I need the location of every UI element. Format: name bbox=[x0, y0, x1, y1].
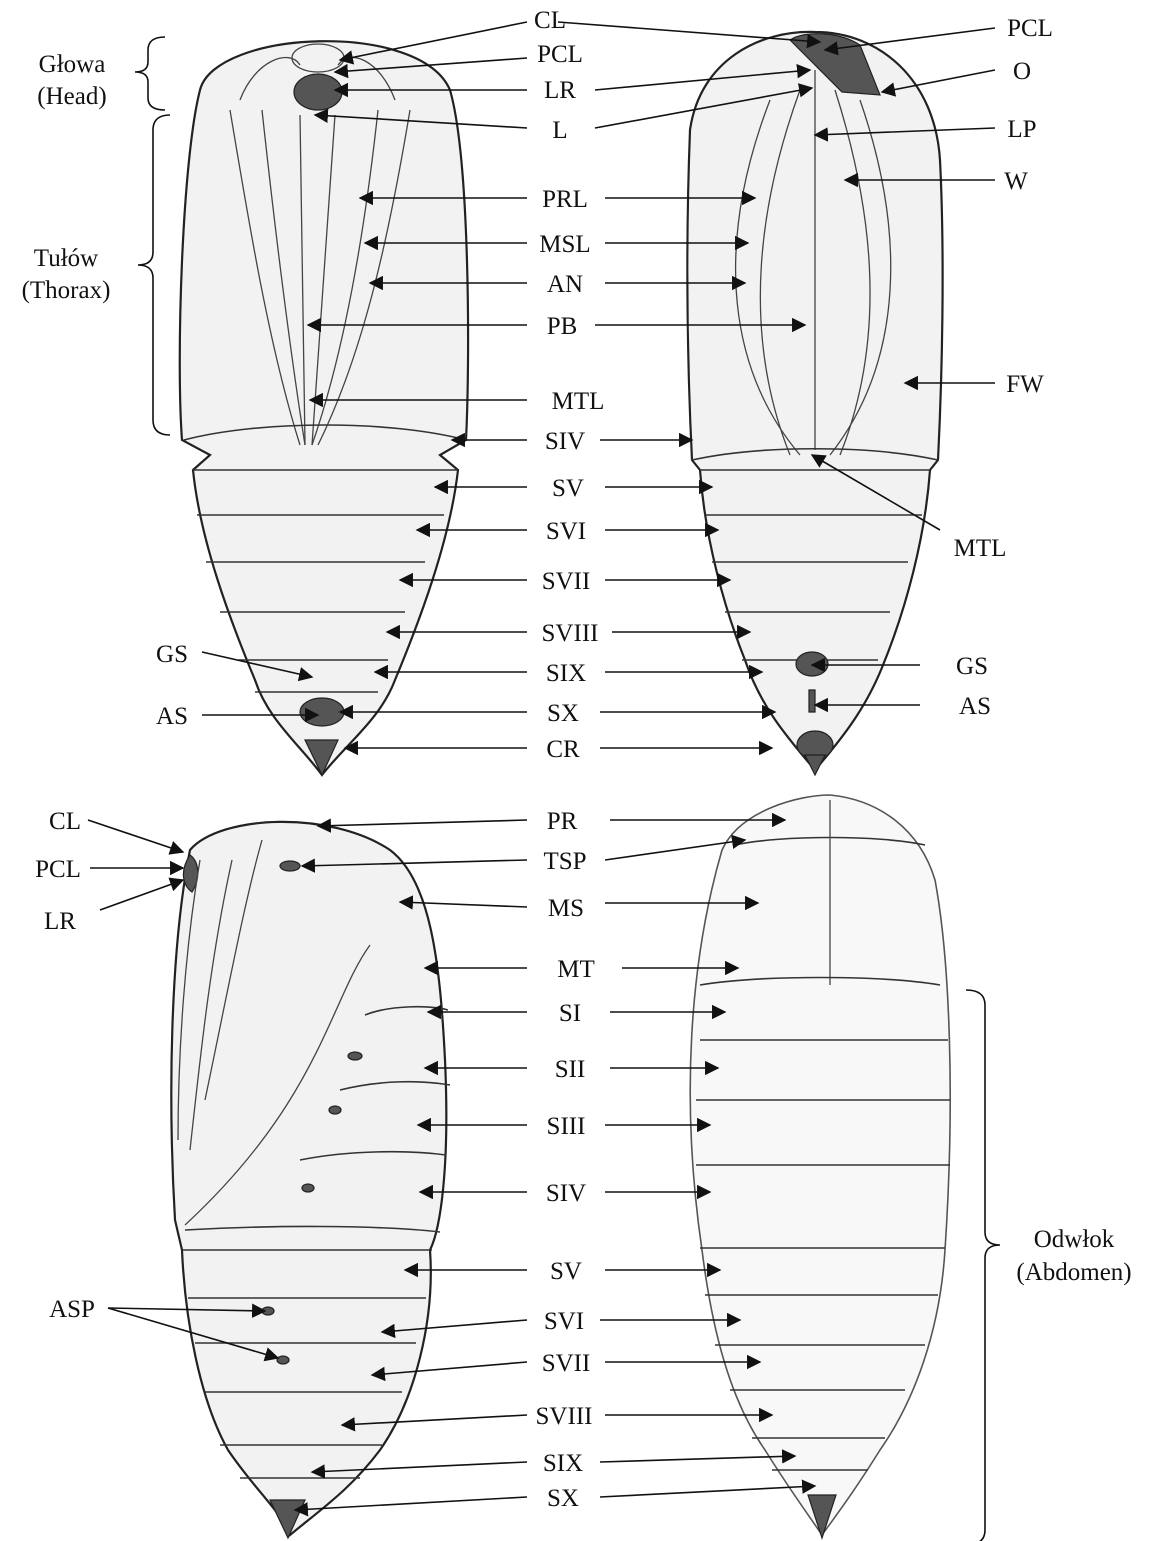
label-sx-top: SX bbox=[547, 700, 579, 727]
label-six-top: SIX bbox=[546, 660, 586, 687]
label-mtl-left: MTL bbox=[552, 388, 605, 415]
label-siii: SIII bbox=[547, 1113, 586, 1140]
brace-thorax bbox=[138, 115, 170, 435]
group-label-head-pl: Głowa bbox=[39, 51, 106, 78]
label-six-bottom: SIX bbox=[543, 1450, 583, 1477]
label-as-left: AS bbox=[156, 703, 188, 730]
pupa-dorsal-abdomen-view bbox=[690, 795, 950, 1538]
group-label-abdomen-pl: Odwłok bbox=[1034, 1226, 1115, 1253]
label-ms: MS bbox=[548, 895, 584, 922]
label-pcl: PCL bbox=[537, 41, 583, 68]
label-si: SI bbox=[559, 1000, 581, 1027]
label-siv-bottom: SIV bbox=[546, 1180, 586, 1207]
label-gs-right: GS bbox=[956, 653, 988, 680]
group-label-head-en: (Head) bbox=[37, 83, 106, 110]
pupa-dorsal-view bbox=[687, 32, 942, 775]
label-sx-bottom: SX bbox=[547, 1485, 579, 1512]
label-cl-lateral: CL bbox=[49, 808, 81, 835]
label-pr: PR bbox=[547, 808, 578, 835]
label-siv-top: SIV bbox=[545, 428, 585, 455]
label-w: W bbox=[1004, 168, 1028, 195]
label-pcl-right: PCL bbox=[1007, 15, 1053, 42]
label-prl: PRL bbox=[542, 186, 588, 213]
pupa-ventral-view bbox=[180, 41, 468, 775]
label-sviii-top: SVIII bbox=[542, 620, 599, 647]
label-tsp: TSP bbox=[543, 848, 586, 875]
label-msl: MSL bbox=[539, 231, 590, 258]
label-svi-top: SVI bbox=[546, 518, 586, 545]
label-fw: FW bbox=[1006, 371, 1044, 398]
brace-head bbox=[135, 37, 165, 110]
label-svi-bottom: SVI bbox=[544, 1308, 584, 1335]
label-mtl-right: MTL bbox=[954, 535, 1007, 562]
label-lr-lateral: LR bbox=[44, 908, 76, 935]
label-sviii-bottom: SVIII bbox=[536, 1403, 593, 1430]
group-label-thorax-en: (Thorax) bbox=[22, 277, 111, 304]
label-as-right: AS bbox=[959, 693, 991, 720]
pupa-lateral-view bbox=[171, 822, 450, 1538]
label-sv-bottom: SV bbox=[550, 1258, 582, 1285]
group-label-thorax-pl: Tułów bbox=[34, 245, 98, 272]
label-cl: CL bbox=[534, 7, 566, 34]
label-gs-left: GS bbox=[156, 641, 188, 668]
group-label-abdomen-en: (Abdomen) bbox=[1016, 1259, 1131, 1286]
brace-abdomen bbox=[966, 990, 1000, 1541]
label-an: AN bbox=[547, 271, 583, 298]
label-svii-top: SVII bbox=[542, 568, 591, 595]
label-sv-top: SV bbox=[552, 475, 584, 502]
label-asp: ASP bbox=[49, 1296, 95, 1323]
label-lp: LP bbox=[1007, 116, 1036, 143]
label-mt: MT bbox=[557, 956, 595, 983]
label-l: L bbox=[552, 117, 567, 144]
label-lr: LR bbox=[544, 77, 576, 104]
label-o: O bbox=[1013, 58, 1031, 85]
label-sii: SII bbox=[555, 1056, 586, 1083]
label-pcl-lateral: PCL bbox=[35, 856, 81, 883]
label-cr: CR bbox=[546, 736, 580, 763]
label-svii-bottom: SVII bbox=[542, 1350, 591, 1377]
label-pb: PB bbox=[547, 313, 578, 340]
